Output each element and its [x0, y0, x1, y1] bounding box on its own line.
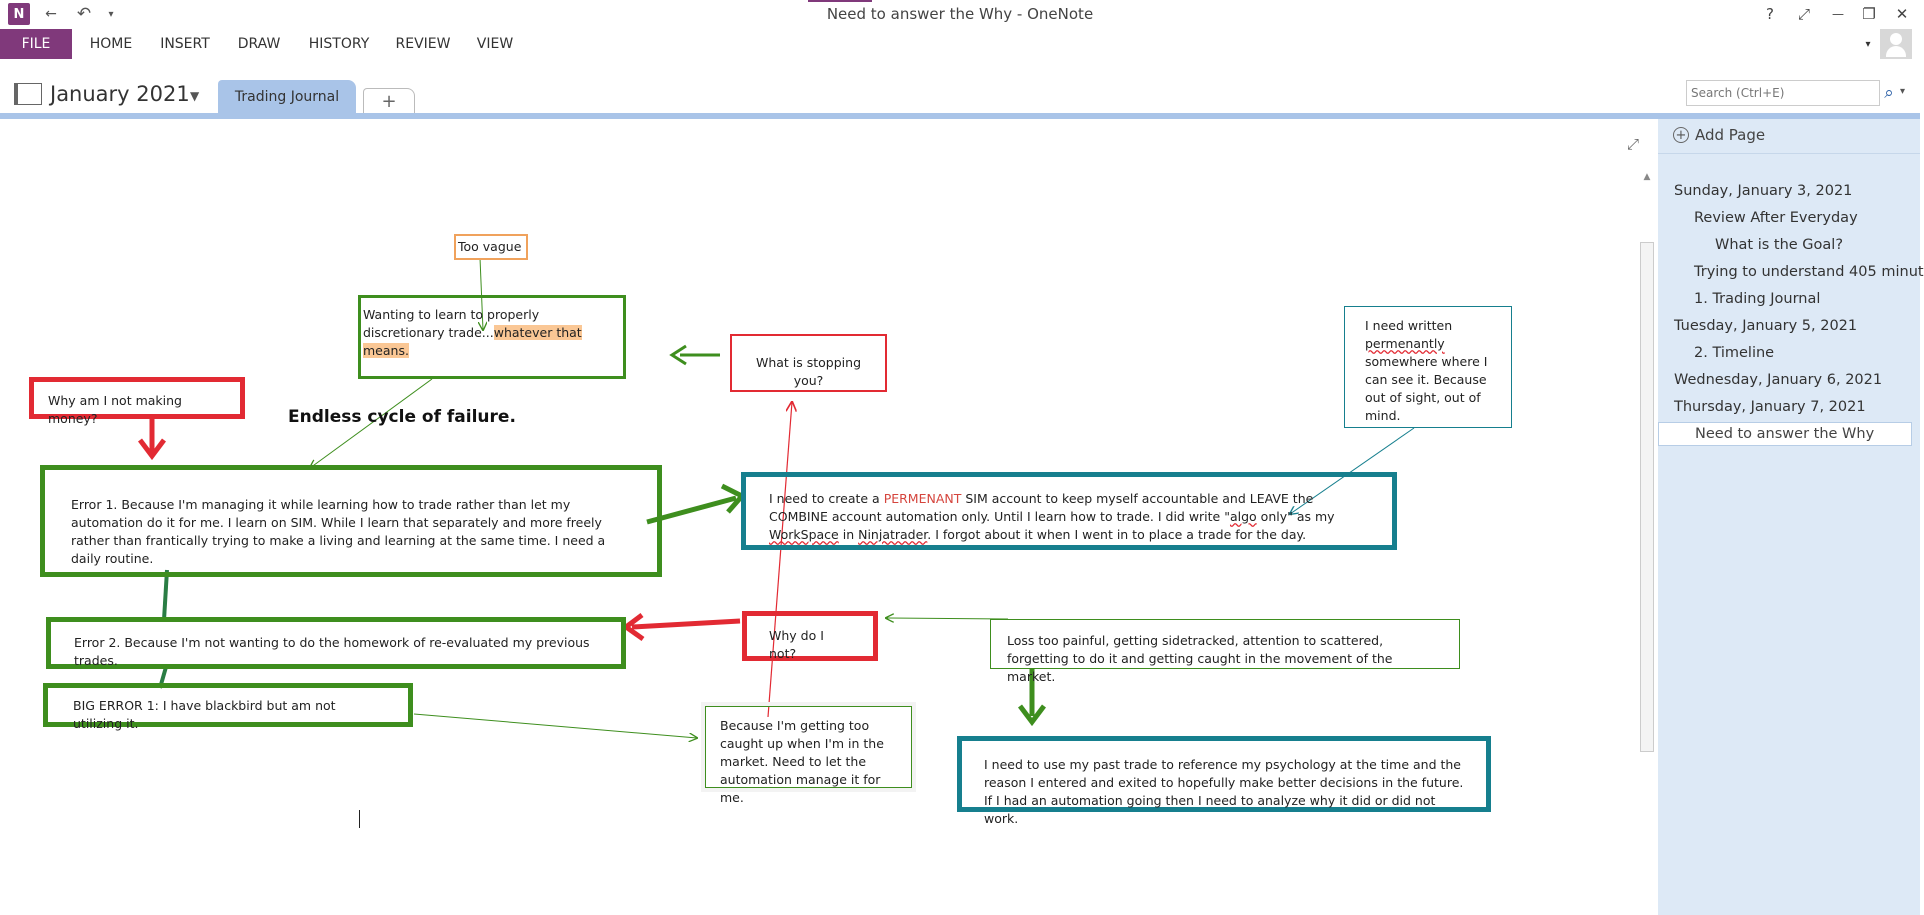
error1-note[interactable]: Error 1. Because I'm managing it while l…: [40, 465, 662, 577]
endless-cycle-heading: Endless cycle of failure.: [288, 407, 516, 427]
page-item-tuesday-jan-5[interactable]: Tuesday, January 5, 2021: [1674, 318, 1858, 334]
big-error-text: BIG ERROR 1: I have blackbird but am not…: [73, 698, 336, 731]
page-item-thursday-jan-7[interactable]: Thursday, January 7, 2021: [1674, 399, 1866, 415]
notebook-name[interactable]: January 2021: [50, 82, 190, 106]
restore-icon[interactable]: ❐: [1862, 5, 1876, 23]
scroll-up-icon[interactable]: ▲: [1643, 172, 1651, 182]
onenote-logo-icon: N: [8, 3, 30, 25]
tab-home[interactable]: HOME: [89, 36, 133, 52]
page-canvas[interactable]: [0, 119, 1658, 915]
why-not-making-money-text: Why am I not making money?: [48, 393, 182, 426]
page-item-trading-journal[interactable]: 1. Trading Journal: [1694, 291, 1821, 307]
error1-text: Error 1. Because I'm managing it while l…: [71, 497, 606, 566]
notebook-dropdown-icon[interactable]: ▼: [190, 89, 200, 103]
why-do-i-not-note[interactable]: Why do I not?: [742, 611, 878, 661]
section-color-band: [0, 113, 1920, 119]
sidebar-divider: [1658, 153, 1920, 154]
written-permanently-note[interactable]: I need written permenantly somewhere whe…: [1344, 306, 1512, 428]
page-item-review-after-everyday[interactable]: Review After Everyday: [1694, 210, 1858, 226]
what-is-stopping-note[interactable]: What is stopping you?: [730, 334, 887, 392]
search-scope-dropdown-icon[interactable]: ▾: [1900, 86, 1906, 97]
page-item-wednesday-jan-6[interactable]: Wednesday, January 6, 2021: [1674, 372, 1883, 388]
big-error-note[interactable]: BIG ERROR 1: I have blackbird but am not…: [43, 683, 413, 731]
why-not-making-money-note[interactable]: Why am I not making money?: [29, 377, 245, 426]
search-input[interactable]: Search (Ctrl+E): [1686, 80, 1880, 106]
close-icon[interactable]: ✕: [1895, 5, 1909, 23]
tab-insert[interactable]: INSERT: [160, 36, 210, 52]
what-is-stopping-text: What is stopping you?: [755, 355, 862, 388]
add-page-icon: +: [1673, 127, 1689, 143]
ribbon-tabs: FILE HOME INSERT DRAW HISTORY REVIEW VIE…: [0, 29, 1920, 59]
search-icon[interactable]: ⌕: [1884, 83, 1894, 103]
tab-view[interactable]: VIEW: [476, 36, 514, 52]
too-vague-text: Too vague: [458, 239, 522, 254]
page-item-timeline[interactable]: 2. Timeline: [1694, 345, 1775, 361]
add-page-label: Add Page: [1695, 126, 1766, 144]
caught-up-text: Because I'm getting too caught up when I…: [720, 718, 884, 805]
full-screen-icon[interactable]: ⤢: [1797, 5, 1810, 23]
page-item-trying-to-understand[interactable]: Trying to understand 405 minut: [1694, 264, 1924, 280]
page-item-need-to-answer-the-why[interactable]: Need to answer the Why: [1658, 422, 1912, 446]
back-icon[interactable]: ←: [45, 6, 57, 22]
tab-history[interactable]: HISTORY: [308, 36, 370, 52]
wanting-text: Wanting to learn to properly discretiona…: [363, 307, 582, 358]
notebook-icon[interactable]: [14, 83, 42, 105]
text-cursor: [359, 810, 360, 828]
caught-up-note[interactable]: Because I'm getting too caught up when I…: [705, 706, 912, 805]
why-do-i-not-text: Why do I not?: [769, 628, 824, 661]
ribbon-collapse-icon[interactable]: ▾: [1865, 38, 1871, 50]
add-section-button[interactable]: +: [363, 88, 415, 114]
error2-text: Error 2. Because I'm not wanting to do t…: [74, 635, 590, 668]
window-title: Need to answer the Why - OneNote: [826, 5, 1094, 23]
page-item-what-is-the-goal[interactable]: What is the Goal?: [1715, 237, 1844, 253]
undo-icon[interactable]: ↶: [76, 4, 92, 24]
add-page-button[interactable]: + Add Page: [1673, 123, 1765, 147]
tab-trading-journal[interactable]: Trading Journal: [218, 80, 356, 114]
error2-note[interactable]: Error 2. Because I'm not wanting to do t…: [46, 617, 626, 669]
tab-file[interactable]: FILE: [0, 29, 72, 59]
tab-draw[interactable]: DRAW: [237, 36, 281, 52]
page-list-sidebar: [1658, 119, 1920, 915]
written-text: I need written permenantly somewhere whe…: [1365, 318, 1488, 423]
permanent-sim-text: I need to create a PERMENANT SIM account…: [769, 491, 1335, 542]
help-icon[interactable]: ?: [1766, 5, 1774, 23]
permanent-sim-note[interactable]: I need to create a PERMENANT SIM account…: [741, 472, 1397, 550]
expand-page-icon[interactable]: ⤢: [1626, 135, 1639, 153]
loss-too-painful-note[interactable]: Loss too painful, getting sidetracked, a…: [990, 619, 1460, 684]
loss-too-painful-text: Loss too painful, getting sidetracked, a…: [1007, 633, 1393, 684]
scrollbar-thumb[interactable]: [1640, 242, 1654, 752]
past-trade-note[interactable]: I need to use my past trade to reference…: [957, 736, 1491, 826]
customize-quick-access-icon[interactable]: ▾: [108, 8, 114, 20]
avatar[interactable]: [1880, 29, 1912, 59]
page-item-sunday-jan-3[interactable]: Sunday, January 3, 2021: [1674, 183, 1853, 199]
title-bar: N ← ↶ ▾ Need to answer the Why - OneNote…: [0, 0, 1920, 28]
past-trade-text: I need to use my past trade to reference…: [984, 757, 1464, 826]
title-accent: [808, 0, 872, 2]
tab-review[interactable]: REVIEW: [395, 36, 451, 52]
too-vague-note[interactable]: Too vague: [454, 234, 528, 260]
wanting-to-learn-note[interactable]: Wanting to learn to properly discretiona…: [358, 295, 626, 379]
minimize-icon[interactable]: —: [1832, 7, 1844, 21]
